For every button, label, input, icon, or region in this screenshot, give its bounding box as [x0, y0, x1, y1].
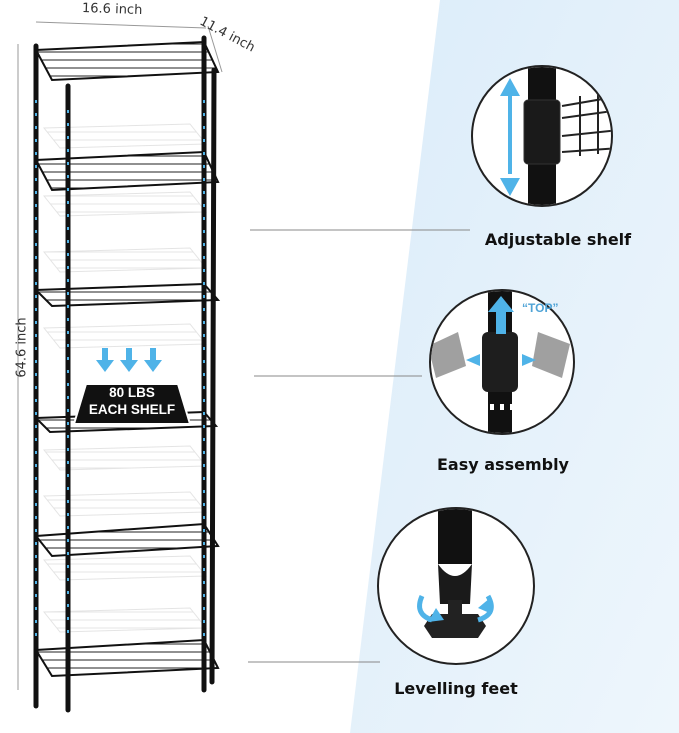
height-dimension: 64.6 inch — [14, 317, 30, 378]
feature-label-assembly: Easy assembly — [437, 455, 569, 474]
adjustable-shelf-closeup — [471, 65, 613, 207]
levelling-foot-closeup — [377, 507, 535, 665]
weight-capacity-label: 80 LBS EACH SHELF — [84, 384, 180, 424]
top-tag: “TOP” — [522, 301, 559, 315]
weight-badge — [72, 383, 192, 425]
width-dimension: 16.6 inch — [81, 0, 143, 19]
feature-label-adjustable: Adjustable shelf — [484, 230, 632, 249]
assembly-connector-closeup — [429, 289, 575, 435]
badge-line-1: 80 LBS — [109, 385, 155, 400]
feature-label-levelling: Levelling feet — [394, 679, 518, 698]
badge-line-2: EACH SHELF — [88, 402, 176, 417]
